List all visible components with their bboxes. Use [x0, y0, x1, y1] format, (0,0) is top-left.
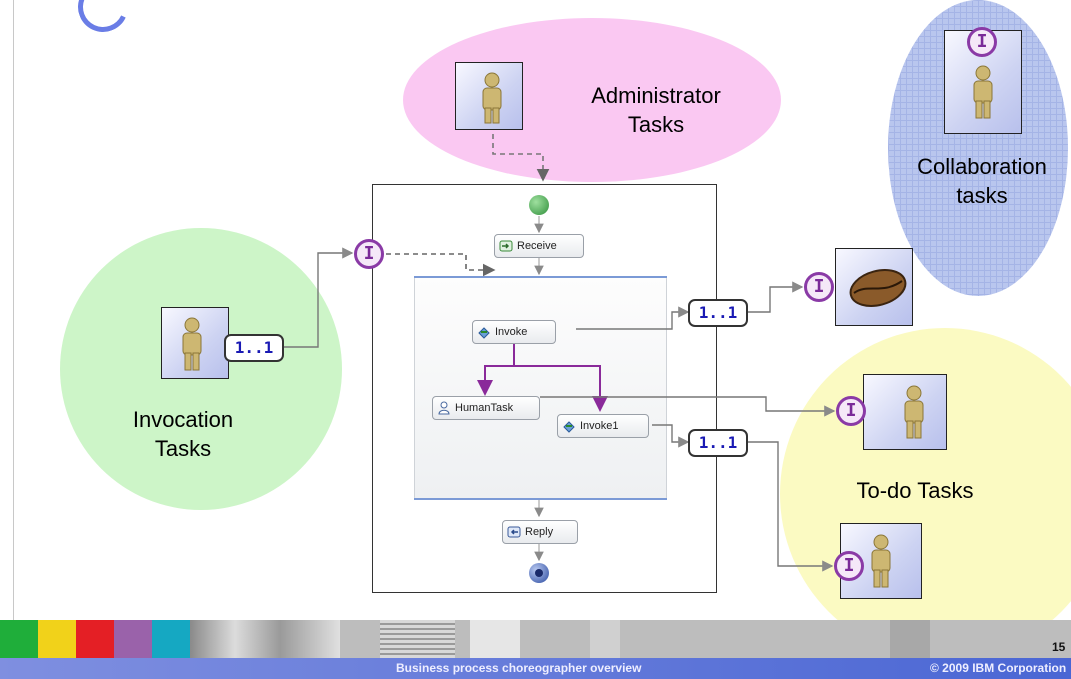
receive-activity: Receive — [494, 234, 584, 258]
footer-yellow-square — [38, 620, 76, 658]
left-rule — [13, 0, 14, 620]
footer-purple-square — [114, 620, 152, 658]
invoke1-activity: Invoke1 — [557, 414, 649, 438]
human-task-label: HumanTask — [455, 402, 514, 414]
invoke-multiplicity: 1..1 — [688, 299, 748, 327]
footer-photo-strip — [190, 620, 340, 658]
invocation-person-icon — [161, 307, 229, 379]
process-scope — [414, 276, 667, 500]
collaboration-tasks-bubble — [888, 0, 1068, 296]
footer-pattern-strip — [380, 620, 455, 658]
todo-lower-interface-icon: I — [834, 551, 864, 581]
invoke1-label: Invoke1 — [580, 420, 619, 432]
human-task-activity: HumanTask — [432, 396, 540, 420]
collaboration-interface-icon: I — [967, 27, 997, 57]
footer-grey-block — [590, 620, 620, 658]
todo-upper-interface-icon: I — [836, 396, 866, 426]
invoke-icon — [563, 421, 575, 433]
scope-bottom-bar — [414, 498, 667, 500]
start-node — [529, 195, 549, 215]
footer-copyright: © 2009 IBM Corporation — [930, 661, 1067, 675]
todo-tasks-label: To-do Tasks — [856, 478, 974, 503]
footer-cyan-square — [152, 620, 190, 658]
receive-icon — [499, 240, 513, 252]
page-number: 15 — [1052, 640, 1066, 654]
invoke-activity: Invoke — [472, 320, 556, 344]
footer-red-square — [76, 620, 114, 658]
footer-bar: Business process choreographer overview … — [0, 658, 1071, 679]
process-interface-icon: I — [354, 239, 384, 269]
coffee-bean-icon — [835, 248, 913, 326]
footer-dark-block — [890, 620, 930, 658]
reply-activity: Reply — [502, 520, 578, 544]
reply-icon — [507, 526, 521, 538]
footer-green-square — [0, 620, 38, 658]
human-task-icon — [438, 401, 450, 415]
receive-label: Receive — [517, 240, 557, 252]
administrator-person-icon — [455, 62, 523, 130]
end-node — [529, 563, 549, 583]
invoke-icon — [478, 327, 490, 339]
invoke-label: Invoke — [495, 326, 528, 338]
invoke1-multiplicity: 1..1 — [688, 429, 748, 457]
reply-label: Reply — [525, 526, 554, 538]
coffee-interface-icon: I — [804, 272, 834, 302]
footer-light-block — [470, 620, 520, 658]
scope-top-bar — [414, 276, 667, 278]
footer-title: Business process choreographer overview — [396, 661, 642, 675]
invocation-multiplicity: 1..1 — [224, 334, 284, 362]
todo-person-icon-upper — [863, 374, 947, 450]
